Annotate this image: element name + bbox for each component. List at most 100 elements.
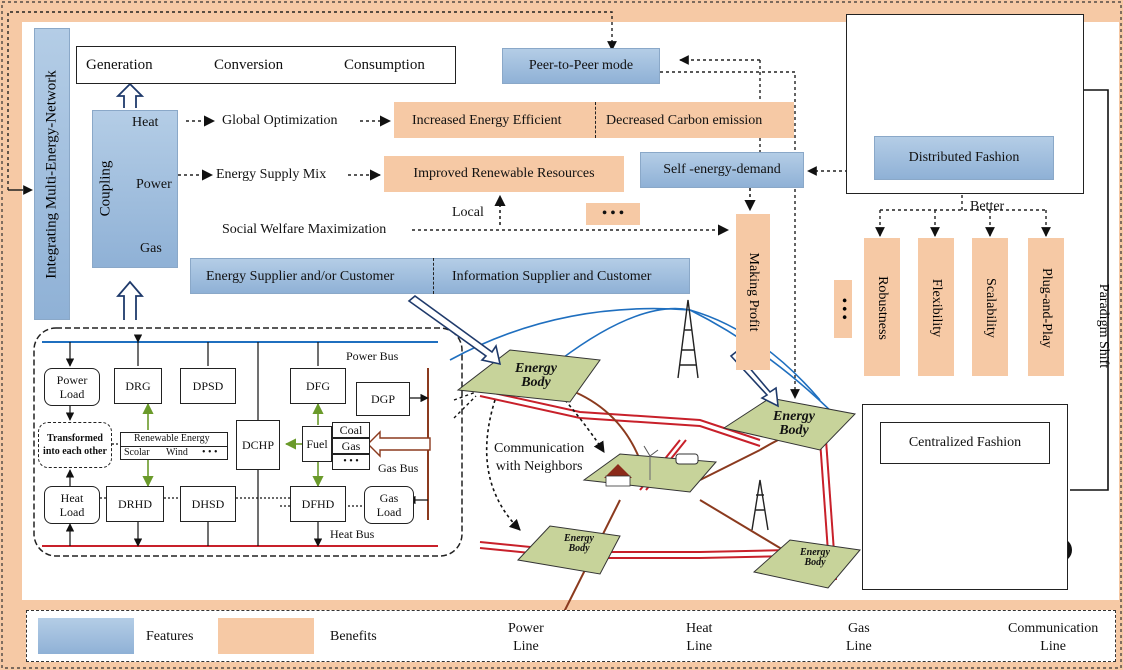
legend-power-line: Power Line: [508, 621, 544, 655]
flow-conversion: Conversion: [214, 57, 284, 73]
heat-bus-label: Heat Bus: [330, 527, 375, 541]
benefit-divider: [595, 102, 596, 138]
scalability-label: Scalability: [983, 278, 998, 338]
fuel-gas-box: Gas: [332, 438, 370, 454]
scolar-label: Scolar: [124, 447, 150, 458]
fuel-label: Fuel: [306, 437, 328, 451]
gas-load-box: Gas Load: [364, 486, 414, 524]
plug-and-play-label: Plug-and-Play: [1039, 267, 1054, 349]
legend-features-label: Features: [146, 629, 194, 644]
coal-box: Coal: [332, 422, 370, 438]
plug-and-play-box: [1028, 238, 1064, 376]
robustness-label: Robustness: [875, 276, 890, 340]
info-supplier-label: Information Supplier and Customer: [452, 269, 652, 284]
heat-load-label: Heat Load: [59, 490, 85, 519]
distributed-fashion-box: Distributed Fashion: [874, 136, 1054, 180]
coupling-box: [92, 110, 178, 268]
flow-consumption: Consumption: [344, 57, 425, 73]
legend-gas-line: Gas Line: [846, 621, 872, 655]
integrating-network-label: Integrating Multi-Energy-Network: [43, 70, 60, 279]
gas-load-label: Gas Load: [376, 490, 402, 519]
local-label: Local: [452, 205, 484, 220]
energy-body-2: Energy Body: [773, 409, 815, 438]
drg-label: DRG: [125, 379, 151, 393]
dhsd-label: DHSD: [191, 497, 225, 511]
power-load-box: Power Load: [44, 368, 100, 406]
legend-benefits-swatch: [218, 618, 314, 654]
energy-body-3: Energy Body: [564, 533, 594, 554]
drg-box: DRG: [114, 368, 162, 404]
centralized-fashion-box: Centralized Fashion: [880, 422, 1050, 464]
dpsd-label: DPSD: [192, 379, 224, 393]
dchp-label: DCHP: [241, 438, 274, 452]
legend-benefits-label: Benefits: [330, 629, 377, 644]
energy-body-4: Energy Body: [800, 547, 830, 568]
making-profit-label: Making Profit: [746, 252, 761, 332]
dhsd-box: DHSD: [180, 486, 236, 522]
legend-heat-line: Heat Line: [686, 621, 713, 655]
flexibility-label: Flexibility: [929, 278, 944, 338]
dchp-box: DCHP: [236, 420, 280, 470]
dpsd-box: DPSD: [180, 368, 236, 404]
transformed-label: Transformed into each other: [43, 433, 107, 457]
scalability-box: [972, 238, 1008, 376]
heat-load-box: Heat Load: [44, 486, 100, 524]
renewable-divider: [120, 446, 228, 447]
communication-label: Communication with Neighbors: [494, 441, 585, 474]
energy-body-1: Energy Body: [515, 361, 557, 390]
side-ellipsis-dots: • • •: [836, 298, 851, 320]
integrating-network-bar: [34, 28, 70, 320]
ellipsis-dots: • • •: [602, 206, 624, 221]
renewable-energy-label: Renewable Energy: [134, 433, 210, 444]
distributed-fashion-label: Distributed Fashion: [908, 150, 1020, 165]
benefit-renewable-box: Improved Renewable Resources: [384, 156, 624, 192]
social-welfare-label: Social Welfare Maximization: [222, 222, 387, 237]
renewable-more: • • •: [202, 447, 218, 458]
benefit-energy-efficiency-box: [394, 102, 794, 138]
global-optimization-label: Global Optimization: [222, 113, 338, 128]
dfhd-box: DFHD: [290, 486, 346, 522]
dgp-box: DGP: [356, 382, 410, 416]
fuel-more-box: • • •: [332, 454, 370, 470]
supplier-divider: [433, 258, 434, 294]
flow-box: [76, 46, 456, 84]
flow-generation: Generation: [86, 57, 153, 73]
fuel-box: Fuel: [302, 426, 332, 462]
supplier-customer-box: [190, 258, 690, 294]
energy-supplier-label: Energy Supplier and/or Customer: [206, 269, 395, 284]
benefit-decreased-carbon: Decreased Carbon emission: [606, 113, 763, 128]
gas-bus-label: Gas Bus: [378, 461, 419, 475]
coupling-gas: Gas: [140, 241, 162, 256]
flexibility-box: [918, 238, 954, 376]
centralized-fashion-label: Centralized Fashion: [908, 435, 1022, 450]
power-bus-label: Power Bus: [346, 349, 399, 363]
paradigm-shift-label: Paradigm Shift: [1096, 283, 1111, 369]
robustness-box: [864, 238, 900, 376]
self-energy-demand-label: Self -energy-demand: [663, 162, 781, 177]
coupling-label: Coupling: [97, 160, 114, 217]
legend: [26, 610, 1116, 662]
legend-comm-line: Communication Line: [1008, 621, 1099, 655]
coupling-heat: Heat: [132, 115, 159, 130]
ellipsis-box: • • •: [586, 203, 640, 225]
drhd-label: DRHD: [117, 497, 152, 511]
side-ellipsis-box: • • •: [834, 280, 852, 338]
benefit-increased-efficiency: Increased Energy Efficient: [412, 113, 562, 128]
fuel-gas-label: Gas: [341, 439, 361, 453]
energy-supply-mix-label: Energy Supply Mix: [216, 167, 327, 182]
making-profit-box: [736, 214, 770, 370]
benefit-renewable: Improved Renewable Resources: [413, 166, 595, 181]
dfg-box: DFG: [290, 368, 346, 404]
p2p-mode-label: Peer-to-Peer mode: [528, 58, 634, 73]
transformed-box: Transformed into each other: [38, 422, 112, 468]
dgp-label: DGP: [370, 392, 395, 406]
better-label: Better: [970, 199, 1005, 214]
power-load-label: Power Load: [56, 372, 88, 401]
coupling-power: Power: [136, 177, 172, 192]
fuel-more-label: • • •: [343, 456, 359, 467]
p2p-mode-box: Peer-to-Peer mode: [502, 48, 660, 84]
dfhd-label: DFHD: [301, 497, 335, 511]
wind-label: Wind: [166, 447, 188, 458]
dfg-label: DFG: [305, 379, 330, 393]
